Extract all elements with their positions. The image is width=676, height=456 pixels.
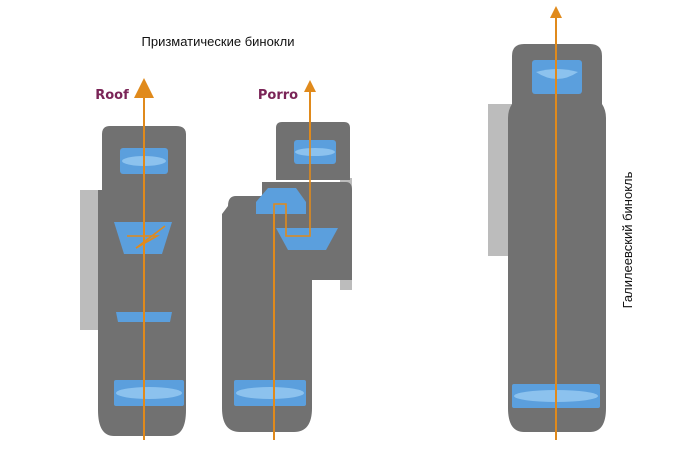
- roof-binocular: [80, 78, 186, 440]
- roof-objective-lens-shape: [116, 387, 182, 399]
- galilean-binocular: [488, 6, 606, 440]
- roof-back-body: [80, 190, 102, 330]
- up-arrow-icon: [304, 80, 316, 92]
- porro-eyepiece-lens-shape: [295, 148, 335, 156]
- galilean-label: Галилеевский бинокль: [620, 171, 635, 308]
- porro-objective-lens-shape: [236, 387, 304, 399]
- roof-body: [98, 126, 186, 436]
- diagram-title: Призматические бинокли: [142, 34, 295, 49]
- porro-upper-prism: [256, 188, 306, 214]
- porro-lower-prism: [276, 228, 338, 250]
- up-arrow-icon: [138, 80, 150, 92]
- porro-prism-path: [273, 140, 311, 237]
- porro-label: Porro: [258, 88, 298, 103]
- up-arrow-icon: [550, 6, 562, 18]
- roof-label: Roof: [95, 88, 129, 103]
- porro-binocular: [222, 80, 352, 440]
- roof-prism-path: [127, 225, 166, 249]
